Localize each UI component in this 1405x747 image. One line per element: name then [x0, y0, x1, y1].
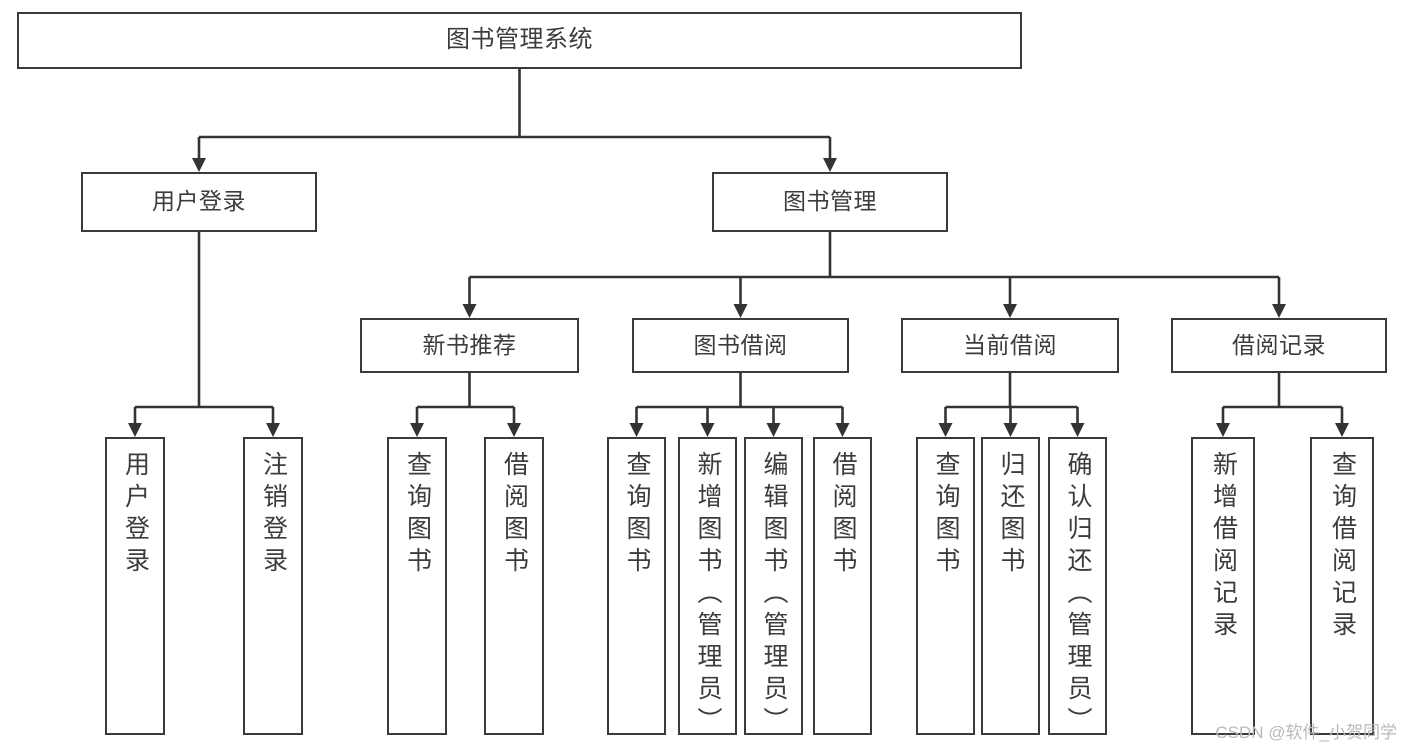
node-book-borrow-label: 图书借阅: [693, 331, 788, 358]
leaf-node-label: 确认归还（管理员）: [1064, 451, 1092, 739]
leaf-node[interactable]: 借阅图书: [813, 437, 872, 735]
leaf-node[interactable]: 注销登录: [243, 437, 303, 735]
leaf-node[interactable]: 编辑图书（管理员）: [744, 437, 803, 739]
node-new-book-recommend[interactable]: 新书推荐: [360, 318, 579, 373]
leaf-node-label: 查询图书: [932, 451, 960, 579]
leaf-node[interactable]: 查询图书: [916, 437, 975, 735]
leaf-node-label: 用户登录: [121, 451, 150, 579]
leaf-node-label: 借阅图书: [500, 451, 529, 579]
csdn-watermark: CSDN @软件_小贺同学: [1215, 723, 1397, 742]
leaf-node-label: 借阅图书: [829, 451, 857, 579]
leaf-node-label: 编辑图书（管理员）: [760, 451, 788, 739]
leaf-node-label: 查询图书: [623, 451, 651, 579]
leaf-node-label: 查询借阅记录: [1328, 451, 1357, 643]
leaf-node-label: 查询图书: [403, 451, 432, 579]
node-current-borrow-label: 当前借阅: [963, 331, 1057, 358]
leaf-node-label: 新增图书（管理员）: [694, 451, 722, 739]
node-new-book-recommend-label: 新书推荐: [422, 331, 517, 358]
leaf-node[interactable]: 归还图书: [981, 437, 1040, 735]
leaf-node[interactable]: 查询图书: [607, 437, 666, 735]
node-root[interactable]: 图书管理系统: [17, 12, 1022, 69]
leaf-node[interactable]: 新增借阅记录: [1191, 437, 1255, 735]
node-book-management[interactable]: 图书管理: [712, 172, 948, 232]
leaf-node[interactable]: 借阅图书: [484, 437, 544, 735]
node-borrow-record-label: 借阅记录: [1232, 331, 1326, 358]
leaf-node-label: 新增借阅记录: [1209, 451, 1238, 643]
leaf-node[interactable]: 新增图书（管理员）: [678, 437, 737, 739]
leaf-node[interactable]: 确认归还（管理员）: [1048, 437, 1107, 739]
node-borrow-record[interactable]: 借阅记录: [1171, 318, 1387, 373]
node-root-label: 图书管理系统: [446, 26, 593, 54]
leaf-node[interactable]: 查询借阅记录: [1310, 437, 1374, 735]
node-current-borrow[interactable]: 当前借阅: [901, 318, 1119, 373]
node-book-management-label: 图书管理: [783, 188, 877, 215]
node-book-borrow[interactable]: 图书借阅: [632, 318, 849, 373]
leaf-node-label: 归还图书: [997, 451, 1025, 579]
leaf-node[interactable]: 用户登录: [105, 437, 165, 735]
leaf-node-label: 注销登录: [259, 451, 288, 579]
node-user-login-label: 用户登录: [152, 188, 246, 215]
leaf-node[interactable]: 查询图书: [387, 437, 447, 735]
node-user-login[interactable]: 用户登录: [81, 172, 317, 232]
